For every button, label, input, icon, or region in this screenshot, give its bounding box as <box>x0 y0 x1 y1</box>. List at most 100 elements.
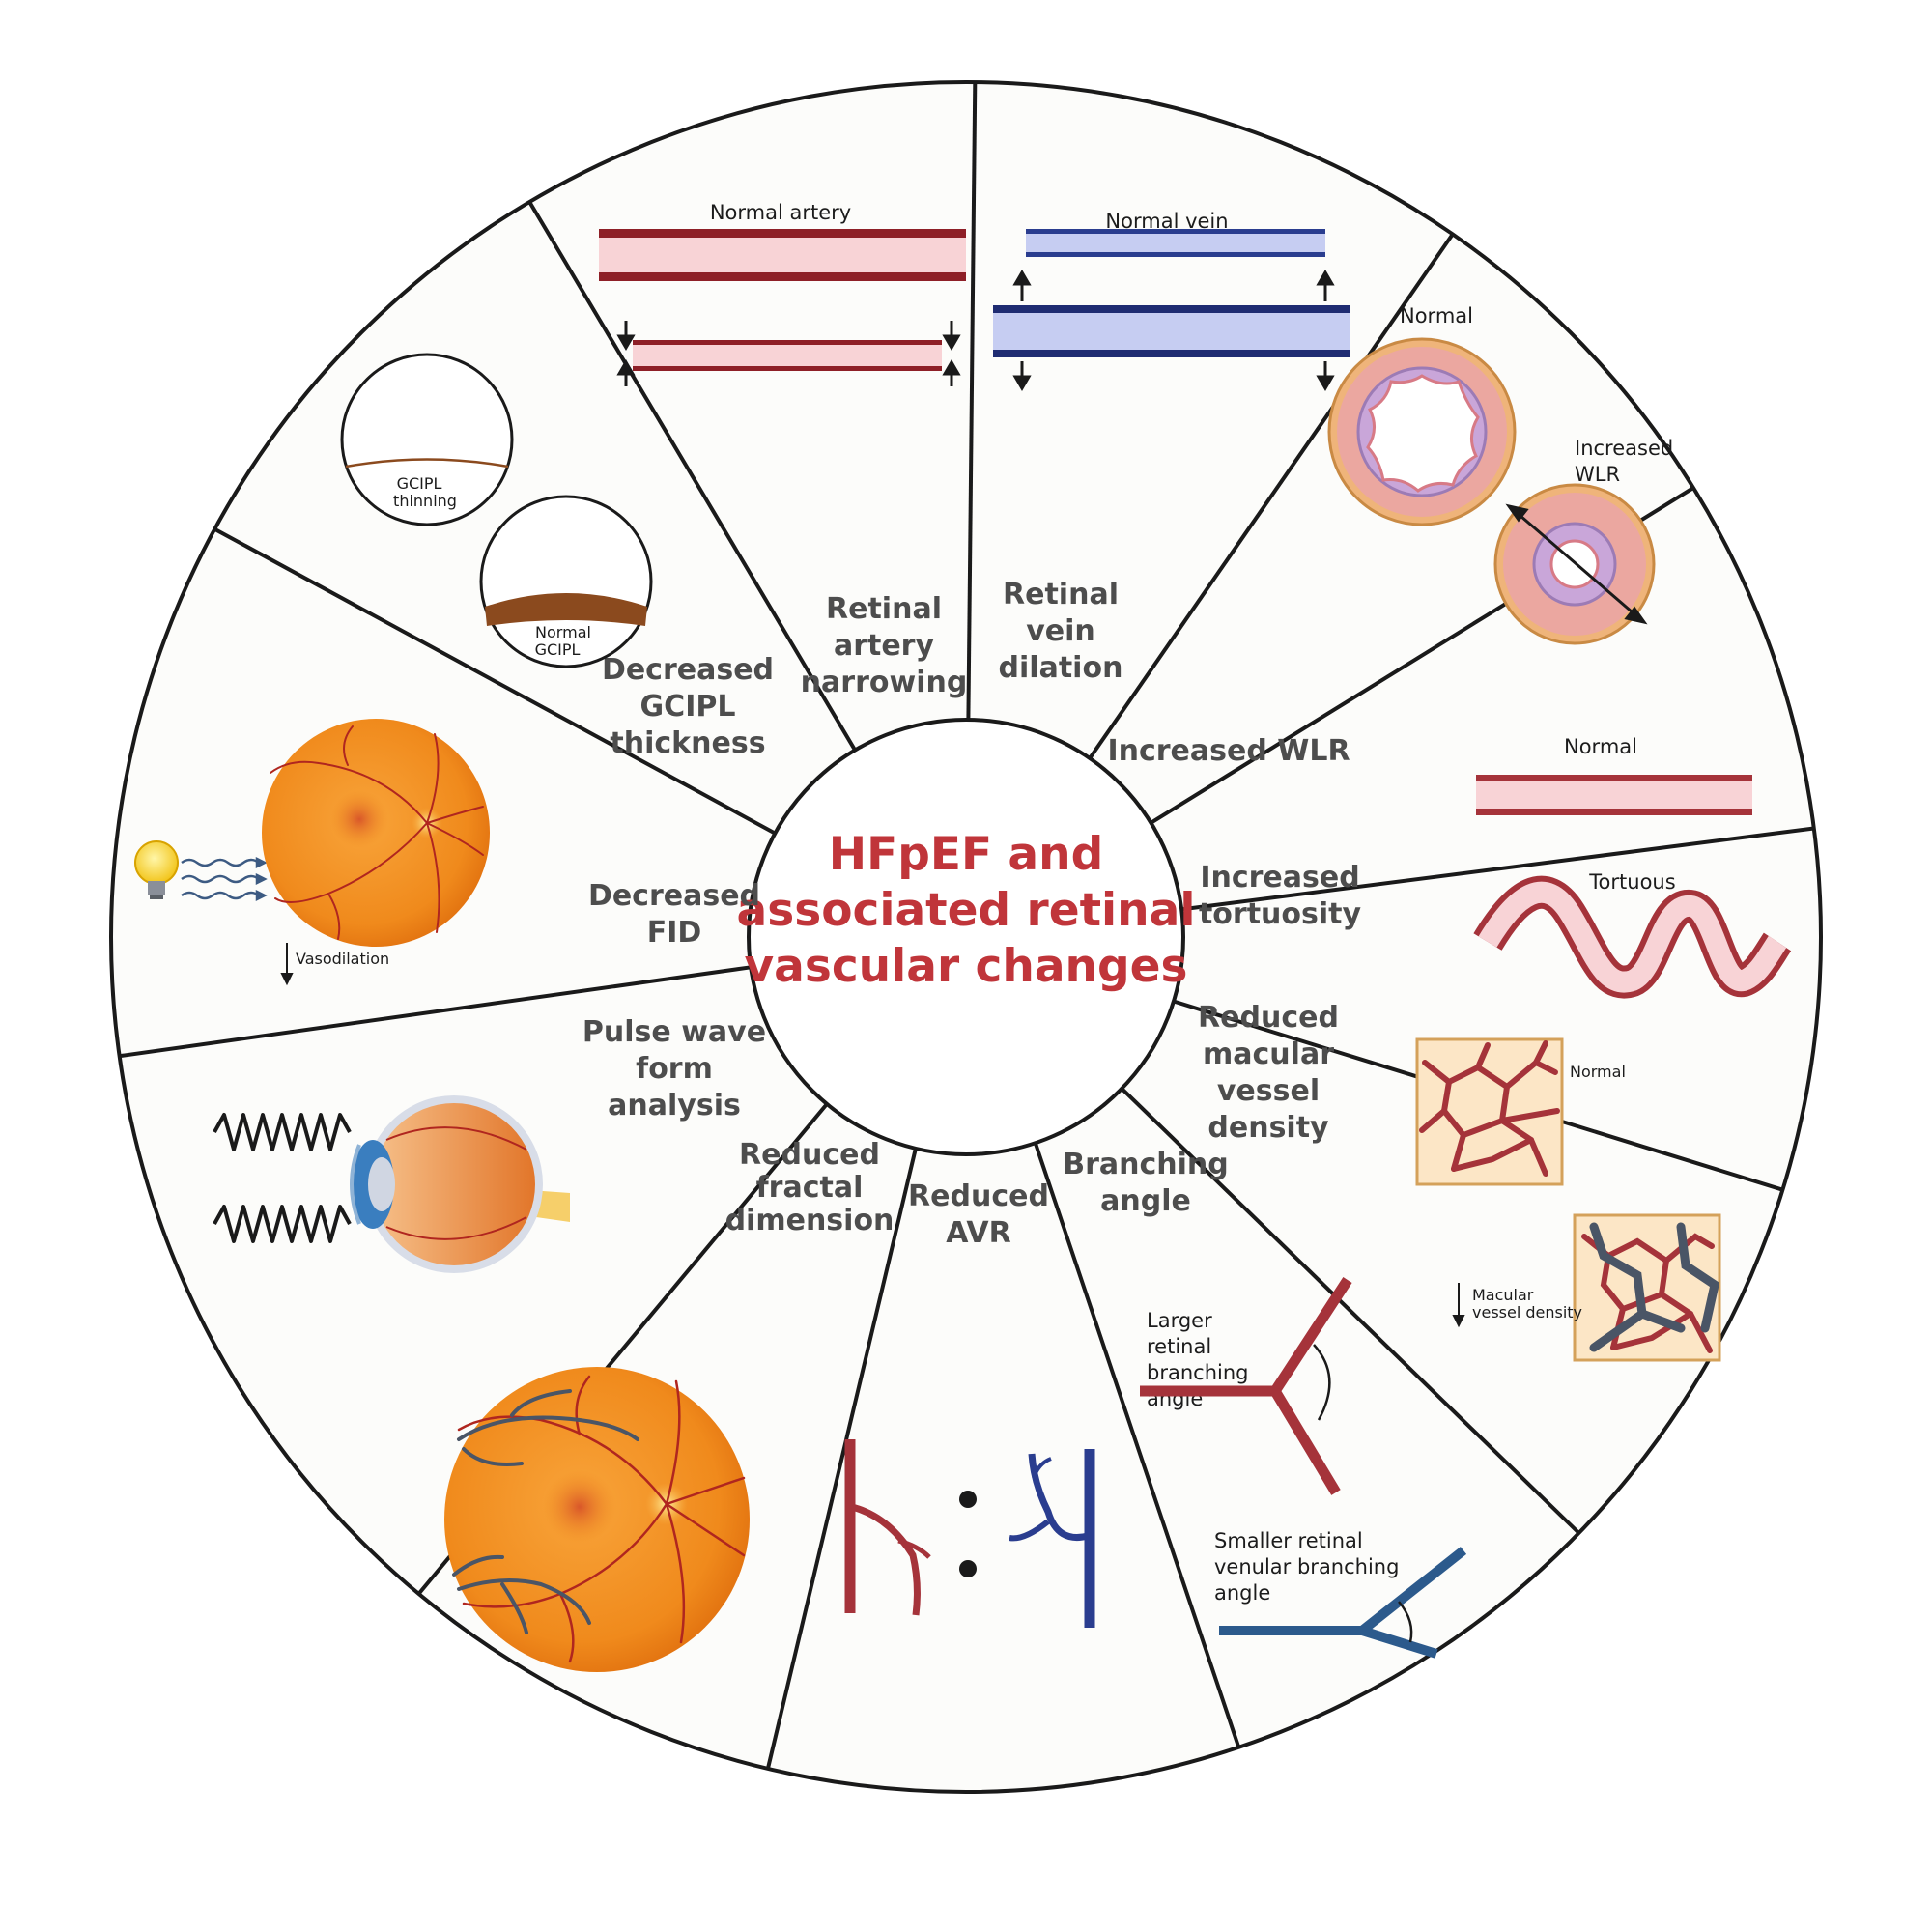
fractal-label-line: fractal <box>756 1171 864 1205</box>
tortuous-label: Tortuous <box>1588 870 1675 894</box>
segment-label-pulse: Pulse wave form analysis <box>582 1015 766 1122</box>
macular-density-illustration: Normal Macular vessel density <box>1415 1037 1721 1362</box>
artery-label-line: Retinal <box>826 592 942 626</box>
vein-tube-icon <box>1026 229 1325 257</box>
segment-label-tortuosity: Increased tortuosity <box>1199 861 1362 931</box>
eye-cross-section-icon <box>350 1095 570 1273</box>
vein-label-line: Retinal <box>1003 578 1119 611</box>
macular-label-line: vessel <box>1217 1074 1320 1108</box>
segment-divider <box>527 200 857 752</box>
segment-label-gcipl: Decreased GCIPL thickness <box>602 653 774 760</box>
artery-tube-icon <box>599 229 966 281</box>
smaller-angle-label-1: Smaller retinal <box>1214 1529 1363 1552</box>
gcipl-label-line: GCIPL <box>640 690 736 724</box>
smaller-angle-label-3: angle <box>1214 1581 1270 1605</box>
macular-normal-label: Normal <box>1570 1063 1626 1081</box>
gcipl-illustration: GCIPL thinning Normal GCIPL <box>340 353 653 668</box>
tortuosity-illustration: Normal Tortuous <box>1473 735 1792 999</box>
normal-artery-label: Normal artery <box>710 201 851 224</box>
segment-dividers <box>119 81 1815 1770</box>
segment-label-macular: Reduced macular vessel density <box>1198 1001 1339 1145</box>
segment-divider <box>213 526 777 836</box>
branching-label-line: angle <box>1100 1184 1191 1218</box>
gcipl-normal-label-1: Normal <box>535 623 591 641</box>
center-circle <box>747 718 1185 1156</box>
larger-angle-label-3: branching <box>1147 1361 1248 1384</box>
branching-label-line: Branching <box>1063 1148 1229 1181</box>
macular-label-line: macular <box>1203 1037 1334 1071</box>
vein-label-line: dilation <box>999 651 1123 685</box>
tortuosity-label-line: tortuosity <box>1199 897 1362 931</box>
gcipl-normal-label-2: GCIPL <box>535 640 581 659</box>
segment-divider <box>1120 1087 1580 1535</box>
avr-label-line: AVR <box>946 1216 1011 1250</box>
segment-divider <box>1033 1142 1241 1748</box>
segment-divider <box>765 1148 918 1770</box>
reduced-density-label-1: Macular <box>1472 1286 1534 1304</box>
avr-illustration <box>844 1439 1095 1628</box>
larger-angle-label-2: retinal <box>1147 1335 1211 1358</box>
fractal-label-line: Reduced <box>739 1138 880 1172</box>
vasodilation-label: Vasodilation <box>296 950 389 968</box>
tortuous-vessel-icon <box>1473 875 1792 999</box>
gcipl-label-line: thickness <box>610 726 765 760</box>
dilated-vein-icon <box>993 305 1350 357</box>
artery-narrowing-illustration: Normal artery <box>599 201 966 386</box>
center-title: HFpEF and associated retinal vascular ch… <box>737 828 1196 993</box>
increased-wlr-label-2: WLR <box>1575 463 1620 486</box>
segment-divider <box>1180 826 1815 912</box>
tortuosity-label-line: Increased <box>1200 861 1359 895</box>
artery-label-line: artery <box>834 629 935 663</box>
wlr-illustration: Normal Increased WLR <box>1327 304 1673 645</box>
macular-label-line: Reduced <box>1198 1001 1339 1035</box>
venular-branch-icon <box>1219 1547 1467 1659</box>
segment-divider <box>1088 233 1455 760</box>
vein-label-line: vein <box>1026 614 1095 648</box>
gcipl-thinning-circle: GCIPL thinning <box>340 353 514 526</box>
fractal-label-line: dimension <box>725 1204 895 1237</box>
gcipl-thinning-label-1: GCIPL <box>397 474 442 493</box>
segment-label-fid: Decreased FID <box>588 879 760 950</box>
tortuosity-normal-label: Normal <box>1564 735 1637 758</box>
fid-illustration: Vasodilation <box>134 719 490 986</box>
pulse-illustration <box>213 1095 570 1273</box>
wlr-normal-label: Normal <box>1400 304 1473 327</box>
center-title-line-3: vascular changes <box>744 940 1187 993</box>
pulse-wave-icon <box>213 1113 352 1151</box>
light-waves-icon <box>181 856 268 902</box>
gcipl-normal-circle: Normal GCIPL <box>479 495 653 668</box>
narrowing-arrow-icons <box>616 321 961 386</box>
segment-label-wlr: Increased WLR <box>1107 734 1350 768</box>
center-title-line-2: associated retinal <box>737 884 1196 937</box>
fractal-illustration <box>444 1367 750 1672</box>
artery-label-line: narrowing <box>801 666 968 699</box>
down-arrow-icon <box>1452 1283 1465 1328</box>
segment-divider <box>119 965 752 1059</box>
segment-label-vein: Retinal vein dilation <box>999 578 1123 685</box>
straight-vessel-icon <box>1476 775 1752 815</box>
fundus-icon <box>444 1367 750 1672</box>
vein-dilation-illustration: Normal vein <box>993 210 1350 391</box>
macular-label-line: density <box>1208 1111 1329 1145</box>
center-title-line-1: HFpEF and <box>829 828 1103 881</box>
narrowed-artery-icon <box>633 340 942 371</box>
reduced-density-label-2: vessel density <box>1472 1303 1582 1321</box>
vessel-cross-section-icon <box>1327 337 1517 526</box>
pulse-label-line: analysis <box>608 1089 741 1122</box>
fid-label-line: Decreased <box>588 879 760 913</box>
segment-label-branching: Branching angle <box>1063 1148 1229 1218</box>
pulse-label-line: Pulse wave <box>582 1015 766 1049</box>
pulse-wave-icon <box>213 1205 352 1243</box>
avr-label-line: Reduced <box>908 1179 1049 1213</box>
fid-label-line: FID <box>647 916 702 950</box>
double-arrow-icon <box>1505 503 1648 625</box>
segment-label-avr: Reduced AVR <box>908 1179 1049 1250</box>
gcipl-thinning-label-2: thinning <box>393 492 457 510</box>
reduced-capillary-grid-icon <box>1573 1213 1721 1362</box>
ratio-dot <box>959 1491 977 1508</box>
smaller-angle-label-2: venular branching <box>1214 1555 1399 1578</box>
segment-divider <box>966 81 978 721</box>
capillary-grid-icon <box>1415 1037 1564 1186</box>
segment-label-artery: Retinal artery narrowing <box>801 592 968 699</box>
